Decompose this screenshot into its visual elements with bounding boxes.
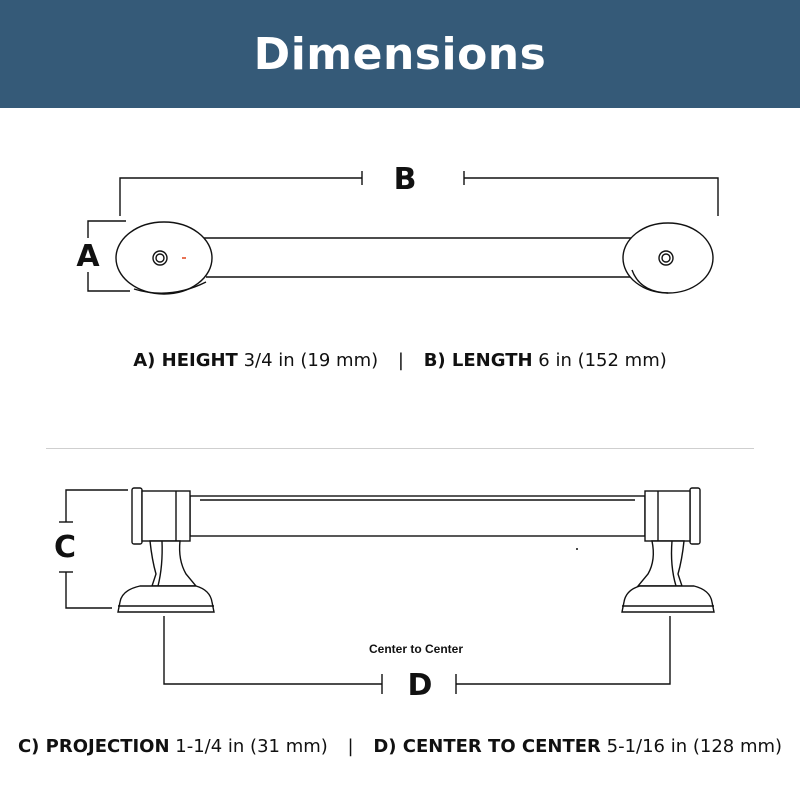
projection-value: 1-1/4 in (31 mm) <box>175 736 328 757</box>
left-screw-outer <box>152 250 168 266</box>
bottom-caption: C) PROJECTION 1-1/4 in (31 mm) | D) CENT… <box>0 736 800 757</box>
label-d: D <box>408 668 433 703</box>
right-post-side <box>621 487 715 613</box>
a-dimension-line-bottom <box>87 272 130 292</box>
d-dimension-line-left <box>163 616 382 685</box>
left-post-side <box>117 487 215 613</box>
side-bar <box>189 495 646 537</box>
side-view-drawing <box>59 487 715 694</box>
left-screw-inner <box>155 253 165 263</box>
a-dimension-line-top <box>87 220 126 238</box>
c-dimension-line-bottom <box>65 572 112 609</box>
right-post-shadow <box>631 269 669 294</box>
d-dimension-line-right <box>456 616 671 685</box>
label-c: C <box>54 530 76 565</box>
top-view-drawing <box>87 171 719 295</box>
page-title: Dimensions <box>253 28 547 80</box>
right-post-top <box>622 222 714 294</box>
length-value: 6 in (152 mm) <box>538 350 667 371</box>
b-dimension-line-right <box>464 177 719 216</box>
label-b: B <box>394 162 417 197</box>
center-to-center-value: 5-1/16 in (128 mm) <box>606 736 783 757</box>
section-divider <box>46 448 754 449</box>
left-post-shadow <box>133 281 207 294</box>
b-dimension-line-left <box>119 177 362 216</box>
projection-label: C) PROJECTION <box>17 736 170 757</box>
stray-dot <box>576 548 578 550</box>
center-to-center-caption-label: D) CENTER TO CENTER <box>373 736 601 757</box>
top-caption: A) HEIGHT 3/4 in (19 mm) | B) LENGTH 6 i… <box>0 350 800 371</box>
label-a: A <box>76 239 100 274</box>
center-to-center-label: Center to Center <box>368 642 463 656</box>
height-label: A) HEIGHT <box>133 350 238 371</box>
caption-separator: | <box>397 350 404 371</box>
c-dimension-line-top <box>65 489 128 522</box>
right-screw-inner <box>661 253 671 263</box>
caption-separator: | <box>347 736 354 757</box>
header-banner: Dimensions <box>0 0 800 108</box>
right-screw-outer <box>658 250 674 266</box>
length-label: B) LENGTH <box>423 350 533 371</box>
height-value: 3/4 in (19 mm) <box>243 350 379 371</box>
